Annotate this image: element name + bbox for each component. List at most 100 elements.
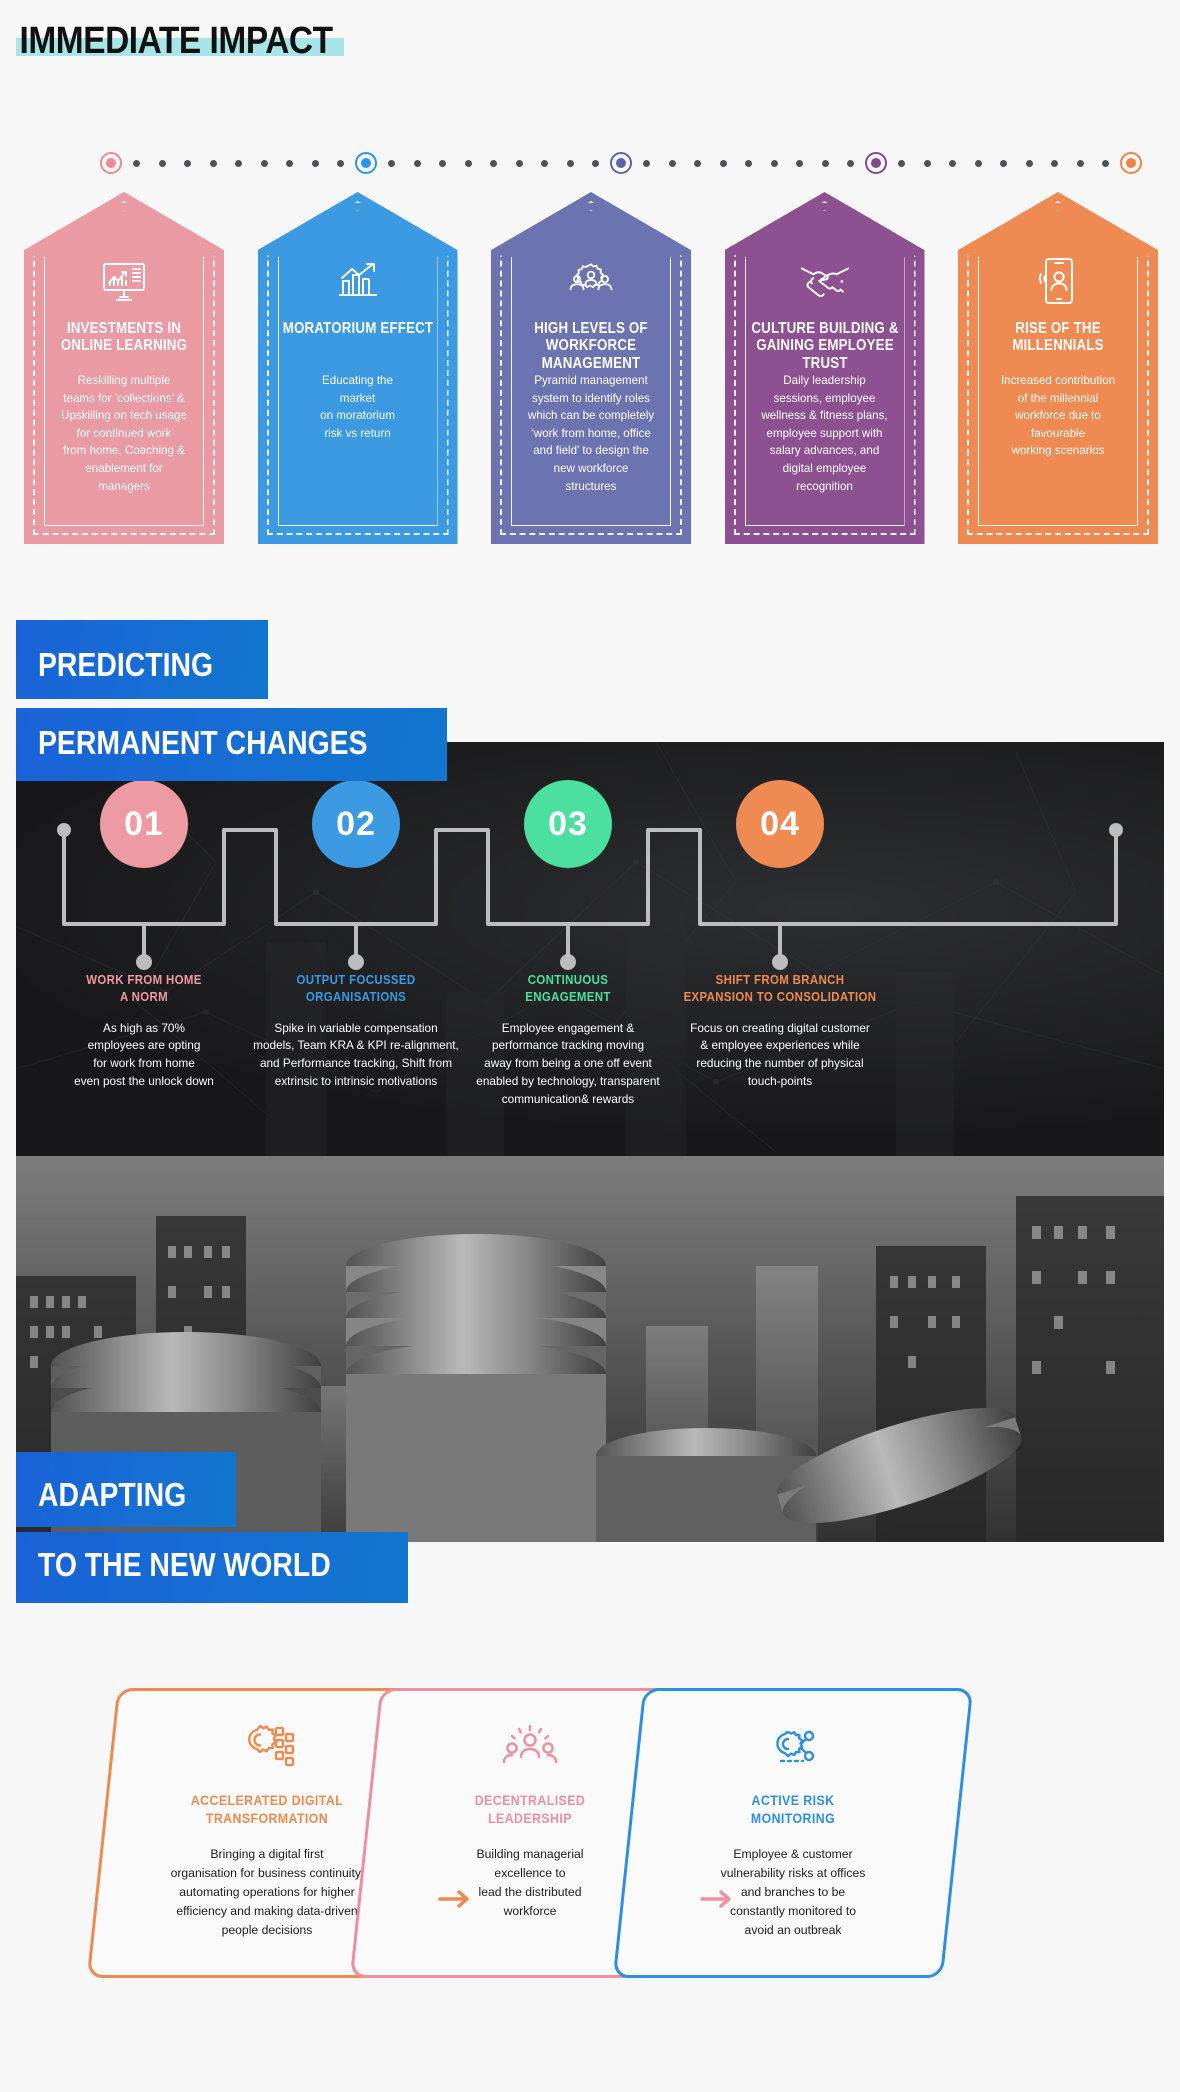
rail-dot — [592, 160, 599, 167]
impact-card-2[interactable]: MORATORIUM EFFECT Educating the market on… — [257, 192, 458, 544]
rail-dot — [694, 160, 701, 167]
timeline-stem-dot — [348, 954, 364, 970]
timeline-connector-path — [57, 823, 1123, 970]
timeline-stem-dot — [560, 954, 576, 970]
impact-card-heading: MORATORIUM EFFECT — [282, 320, 433, 337]
timeline-stem-dot — [136, 954, 152, 970]
adapting-card-body: Employee & customer vulnerability risks … — [720, 1847, 866, 1937]
rail-dot — [1051, 160, 1058, 167]
timeline-heading: WORK FROM HOME A NORM — [86, 972, 202, 1004]
impact-card-heading: HIGH LEVELS OF WORKFORCE MANAGEMENT — [534, 320, 648, 372]
rail-dot — [898, 160, 905, 167]
rail-dot — [923, 160, 931, 167]
rail-node-4[interactable] — [865, 152, 887, 174]
leadership-people-icon — [392, 1717, 668, 1781]
mobile-user-icon — [958, 254, 1158, 308]
rail-dot — [1076, 160, 1084, 167]
rail-dot — [515, 160, 523, 167]
rail-dot — [490, 160, 497, 167]
timeline-body: Employee engagement & performance tracki… — [476, 1020, 660, 1106]
impact-card-5[interactable]: RISE OF THE MILLENNIALS Increased contrib… — [958, 192, 1158, 544]
rail-dot — [847, 160, 854, 167]
impact-card-row: INVESTMENTS IN ONLINE LEARNING Reskilling… — [24, 192, 1158, 544]
rail-dot — [413, 160, 421, 167]
rail-dot — [184, 160, 191, 167]
rail-dot — [260, 160, 268, 167]
rail-node-1[interactable] — [100, 152, 122, 174]
page-title-wrap: IMMEDIATE IMPACT — [16, 20, 380, 62]
rail-dot — [1000, 160, 1007, 167]
rail-dot — [1102, 160, 1109, 167]
rail-node-core — [871, 158, 881, 168]
card-connector-arrow-1 — [438, 1888, 472, 1915]
impact-card-1[interactable]: INVESTMENTS IN ONLINE LEARNING Reskilling… — [24, 192, 224, 544]
rail-dot — [745, 160, 752, 167]
rail-node-3[interactable] — [610, 152, 632, 174]
adapting-title-line2: TO THE NEW WORLD — [16, 1532, 409, 1603]
rail-dot — [719, 160, 727, 167]
impact-card-heading: RISE OF THE MILLENNIALS — [1012, 320, 1104, 355]
rail-dot — [643, 160, 650, 167]
immediate-impact-section: IMMEDIATE IMPACT INVESTMENTS IN ONLINE L… — [0, 0, 1180, 544]
card-dashed-border — [967, 201, 1149, 535]
rail-node-core — [106, 158, 116, 168]
impact-card-heading: INVESTMENTS IN ONLINE LEARNING — [60, 320, 188, 355]
adapting-card-heading: ACTIVE RISK MONITORING — [750, 1792, 836, 1827]
rail-node-core — [1126, 158, 1136, 168]
rail-dot — [311, 160, 319, 167]
connector-end-dot — [1109, 823, 1123, 837]
rail-dot — [949, 160, 956, 167]
rail-node-5[interactable] — [1120, 152, 1142, 174]
rail-dot — [541, 160, 548, 167]
predicting-title-line2: PERMANENT CHANGES — [16, 708, 448, 781]
timeline-number-02[interactable]: 02 — [312, 780, 400, 868]
rail-dot — [235, 160, 242, 167]
card-dashed-border — [266, 201, 449, 535]
adapting-title-line1-text: ADAPTING — [38, 1476, 187, 1513]
adapting-title-line1: ADAPTING — [16, 1452, 237, 1527]
rail-node-2[interactable] — [355, 152, 377, 174]
rail-dot — [209, 160, 217, 167]
rail-dot — [974, 160, 982, 167]
gear-digital-icon — [129, 1717, 405, 1781]
page-title: IMMEDIATE IMPACT — [19, 20, 334, 62]
timeline-number-01[interactable]: 01 — [100, 780, 188, 868]
adapting-title-line2-text: TO THE NEW WORLD — [38, 1546, 331, 1583]
monitor-chart-icon — [24, 254, 224, 308]
timeline-stem-dot — [772, 954, 788, 970]
predicting-title-line1-text: PREDICTING — [38, 646, 214, 683]
timeline-connector-line — [62, 828, 1118, 926]
rail-node-core — [616, 158, 626, 168]
connector-end-dot — [57, 823, 71, 837]
timeline-dot-rail — [100, 152, 1142, 174]
impact-card-body: Educating the market on moratorium risk … — [320, 374, 395, 440]
timeline-heading: OUTPUT FOCUSSED ORGANISATIONS — [296, 972, 416, 1004]
rail-dot — [770, 160, 778, 167]
rail-dot — [337, 160, 344, 167]
rail-dot — [566, 160, 574, 167]
timeline-number-03[interactable]: 03 — [524, 780, 612, 868]
impact-card-body: Reskilling multiple teams for ‘collectio… — [61, 374, 187, 493]
predicting-title-line1: PREDICTING — [16, 620, 268, 699]
adapting-card-3[interactable]: ACTIVE RISK MONITORING Employee & custome… — [612, 1688, 974, 1978]
rail-dot — [439, 160, 446, 167]
rail-dot — [796, 160, 803, 167]
timeline-body: Spike in variable compensation models, T… — [253, 1020, 459, 1088]
timeline-number-04[interactable]: 04 — [736, 780, 824, 868]
predicting-title-line2-text: PERMANENT CHANGES — [38, 724, 368, 761]
bar-chart-growth-icon — [258, 254, 458, 308]
background-network-lines — [16, 742, 1164, 1156]
impact-card-body: Increased contribution of the millennial… — [1000, 374, 1116, 458]
impact-card-4[interactable]: CULTURE BUILDING & GAINING EMPLOYEE TRUS… — [724, 192, 925, 544]
risk-monitor-gear-icon — [655, 1717, 931, 1781]
title-highlight-bar — [16, 37, 345, 56]
rail-dot — [668, 160, 676, 167]
timeline-heading: SHIFT FROM BRANCH EXPANSION TO CONSOLIDA… — [683, 972, 877, 1004]
impact-card-body: Daily leadership sessions, employee well… — [761, 374, 888, 493]
